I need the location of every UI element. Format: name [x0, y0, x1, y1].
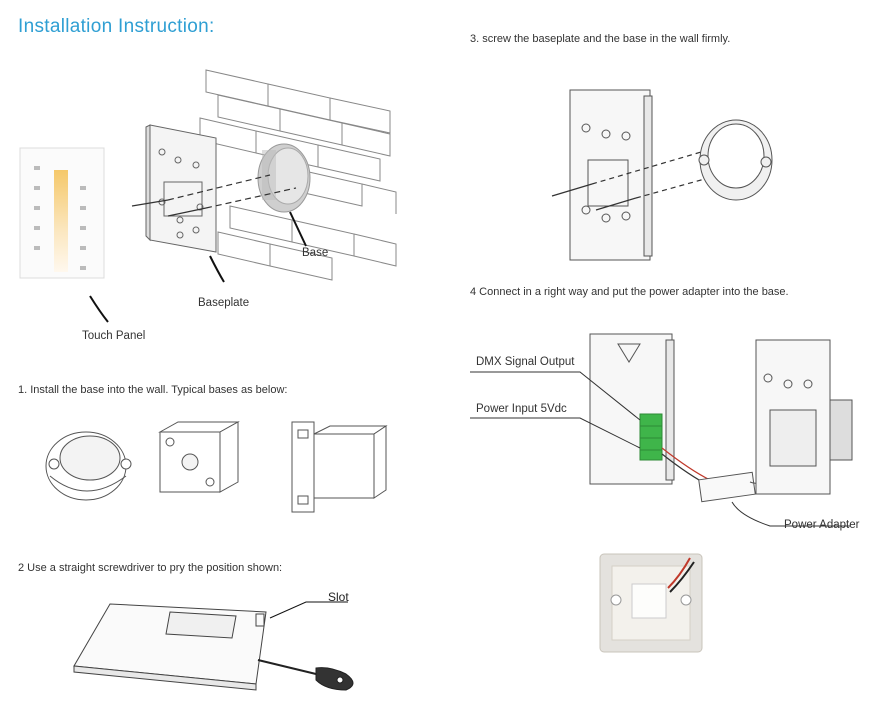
label-slot: Slot — [328, 590, 349, 604]
typical-bases-illustration — [45, 421, 388, 513]
step-2-text: 2 Use a straight screwdriver to pry the … — [18, 562, 283, 574]
label-touch-panel: Touch Panel — [82, 330, 146, 342]
baseplate-front — [569, 89, 653, 261]
square-base-type — [158, 421, 240, 493]
label-dmx-output: DMX Signal Output — [476, 356, 575, 368]
round-base — [257, 143, 311, 213]
label-power-input: Power Input 5Vdc — [476, 403, 567, 415]
touch-panel-device — [19, 147, 105, 279]
page-title: Installation Instruction: — [18, 16, 215, 37]
step-4-text: 4 Connect in a right way and put the pow… — [470, 286, 789, 298]
baseplate-plate — [145, 124, 217, 253]
screw-baseplate-illustration — [551, 89, 773, 261]
panel-back — [589, 333, 675, 485]
metal-box-type — [291, 421, 388, 513]
screws — [131, 174, 297, 217]
power-adapter-device — [698, 471, 756, 503]
label-power-adapter: Power Adapter — [784, 519, 860, 531]
exploded-view-illustration — [19, 69, 397, 323]
baseplate-with-base — [755, 339, 853, 495]
step-3-text: 3. screw the baseplate and the base in t… — [470, 33, 731, 45]
label-base: Base — [302, 247, 329, 259]
step-1-text: 1. Install the base into the wall. Typic… — [18, 384, 288, 396]
pry-illustration — [73, 601, 354, 691]
round-base-type — [45, 431, 132, 501]
base-photo-illustration — [599, 553, 703, 653]
wiring-illustration — [470, 333, 853, 527]
label-baseplate: Baseplate — [198, 297, 250, 309]
round-base-side — [698, 119, 773, 201]
terminal-block — [639, 413, 663, 461]
screwdriver-icon — [257, 659, 354, 691]
